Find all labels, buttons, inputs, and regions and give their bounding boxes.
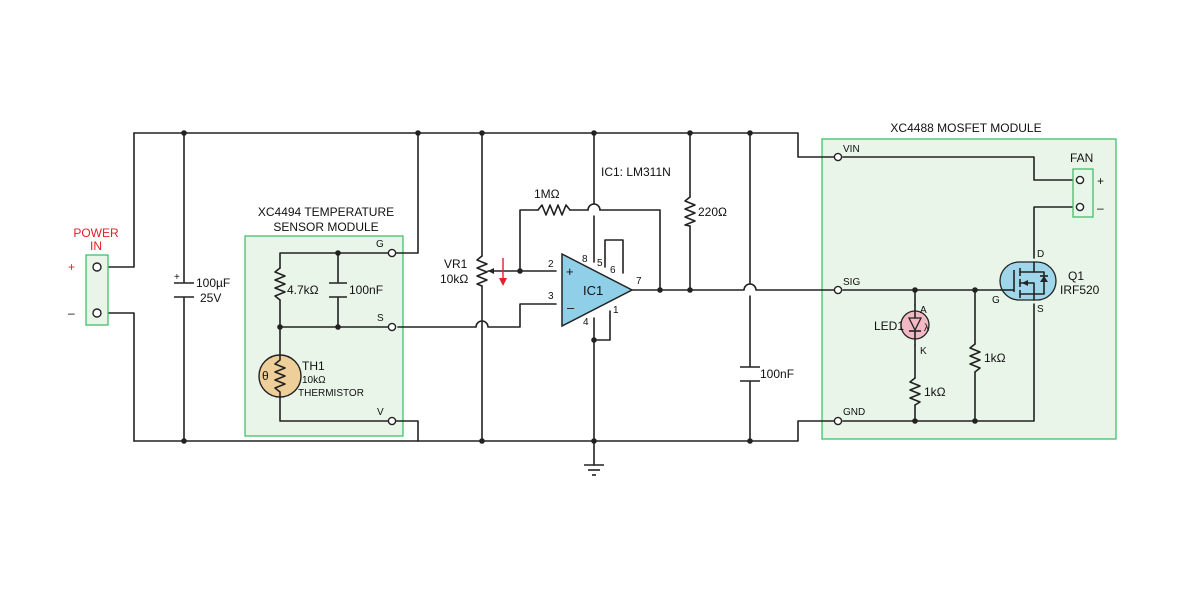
sensor-capacitor-label: 100nF — [349, 283, 383, 297]
power-minus-label: – — [68, 306, 75, 320]
sensor-pin-g-label: G — [376, 239, 384, 250]
thermistor-value: 10kΩ — [302, 375, 326, 386]
mosfet-pin-sig-label: SIG — [843, 277, 860, 288]
thermistor-name: TH1 — [302, 359, 325, 373]
mosfet-pin-vin-label: VIN — [843, 144, 860, 155]
pullup-resistor — [684, 196, 696, 227]
ground-icon — [584, 464, 604, 476]
mosfet-pin-sig — [833, 285, 843, 295]
power-in-connector — [85, 254, 109, 326]
sensor-module-title-2: SENSOR MODULE — [273, 220, 378, 234]
power-label-line2: IN — [90, 239, 102, 253]
sensor-capacitor — [329, 282, 347, 298]
feedback-resistor — [537, 204, 571, 216]
wires — [99, 132, 1076, 466]
power-label-line1: POWER — [73, 226, 119, 240]
ic1-pin3: 3 — [548, 291, 554, 302]
vr1-wiper-arrow — [488, 268, 494, 274]
sensor-pin-v — [387, 416, 397, 426]
q1-source-label: S — [1037, 304, 1044, 315]
mosfet-module-box — [821, 138, 1117, 440]
q1-gate-label: G — [992, 295, 1000, 306]
thermistor-resistor — [274, 354, 286, 397]
ic1-name: IC1 — [583, 283, 603, 298]
led-resistor — [909, 377, 921, 406]
fan-label: FAN — [1070, 151, 1093, 165]
fan-minus-label: – — [1097, 201, 1104, 215]
vr1-value: 10kΩ — [440, 272, 468, 286]
vr1-resistor — [476, 255, 488, 287]
vr1-adjust-arrowhead — [499, 278, 507, 286]
pullup-resistor-label: 220Ω — [698, 205, 727, 219]
q1-drain-label: D — [1037, 249, 1044, 260]
gate-resistor — [969, 343, 981, 373]
sensor-resistor — [274, 267, 286, 301]
mosfet-pin-vin — [833, 152, 843, 162]
decoupling-capacitor — [740, 366, 760, 382]
decoupling-capacitor-label: 100nF — [760, 367, 794, 381]
cap-voltage-label: 25V — [200, 291, 221, 305]
feedback-resistor-label: 1MΩ — [534, 187, 560, 201]
sensor-pin-s — [387, 322, 397, 332]
sensor-pin-g — [387, 248, 397, 258]
ic1-title: IC1: LM311N — [601, 165, 671, 179]
fan-pin-plus — [1075, 175, 1085, 185]
sensor-resistor-label: 4.7kΩ — [287, 283, 319, 297]
power-plus-label: + — [68, 260, 75, 274]
supply-capacitor — [174, 282, 194, 298]
q1-type: IRF520 — [1060, 283, 1100, 297]
ic1-pin7: 7 — [636, 276, 642, 287]
q1-name: Q1 — [1068, 269, 1084, 283]
led1-name: LED1 — [874, 319, 904, 333]
ic1-plus: + — [566, 264, 574, 279]
led1-anode: A — [920, 305, 927, 316]
ic1-pin6: 6 — [610, 265, 616, 276]
ic1-pin5: 5 — [597, 258, 603, 269]
ic1-pin2: 2 — [548, 259, 554, 270]
led1-cathode: K — [920, 346, 927, 357]
led-resistor-label: 1kΩ — [924, 385, 946, 399]
sensor-module-box — [244, 235, 404, 437]
thermistor-symbol: θ — [262, 369, 269, 383]
q1-mosfet — [999, 261, 1057, 301]
ic1-minus: – — [567, 300, 575, 315]
gate-resistor-label: 1kΩ — [984, 351, 1006, 365]
mosfet-module-title: XC4488 MOSFET MODULE — [890, 121, 1041, 135]
fan-pin-minus — [1075, 202, 1085, 212]
thermistor-type: THERMISTOR — [298, 388, 364, 399]
sensor-pin-v-label: V — [377, 407, 384, 418]
sensor-module-title-1: XC4494 TEMPERATURE — [258, 205, 394, 219]
vr1-name: VR1 — [444, 257, 468, 271]
ic1-pin4: 4 — [583, 317, 589, 328]
ic1-pin8: 8 — [582, 254, 588, 265]
cap-value-label: 100µF — [196, 276, 230, 290]
mosfet-pin-gnd — [833, 416, 843, 426]
sensor-pin-s-label: S — [377, 313, 384, 324]
cap-plus-label: + — [174, 272, 180, 283]
led1-lambda: λ — [924, 323, 929, 334]
fan-plus-label: + — [1097, 174, 1104, 188]
ic1-pin1: 1 — [613, 305, 619, 316]
mosfet-pin-gnd-label: GND — [843, 407, 865, 418]
junctions — [181, 130, 978, 444]
ic1-triangle — [561, 252, 634, 328]
